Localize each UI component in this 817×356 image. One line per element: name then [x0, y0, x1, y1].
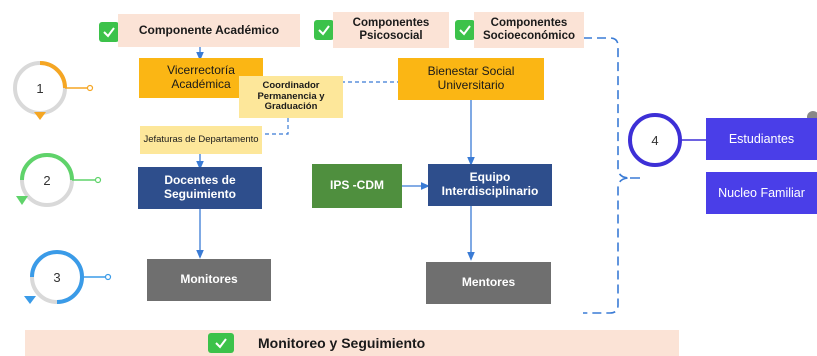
ips-cdm-box: IPS -CDM [312, 164, 402, 208]
footer-bar [25, 330, 679, 356]
check-icon [314, 20, 334, 40]
step-4-number: 4 [651, 132, 659, 148]
check-icon [208, 333, 234, 353]
step-1-number: 1 [36, 80, 44, 96]
equipo-box: Equipo Interdisciplinario [428, 164, 552, 206]
monitores-box: Monitores [147, 259, 271, 301]
step-3-number: 3 [53, 269, 61, 285]
componente-socioeconomico-box: Componentes Socioeconómico [474, 12, 584, 48]
docentes-box: Docentes de Seguimiento [138, 167, 262, 209]
estudiantes-box: Estudiantes [706, 118, 817, 160]
coordinador-box: Coordinador Permanencia y Graduación [239, 76, 343, 118]
check-icon [455, 20, 475, 40]
footer-title: Monitoreo y Seguimiento [258, 335, 426, 351]
check-icon [99, 22, 119, 42]
step-2-number: 2 [43, 172, 51, 188]
bienestar-box: Bienestar Social Universitario [398, 58, 544, 100]
componente-psicosocial-box: Componentes Psicosocial [333, 12, 449, 48]
componente-academico-box: Componente Académico [118, 14, 300, 47]
jefaturas-box: Jefaturas de Departamento [140, 126, 262, 154]
nucleo-familiar-box: Nucleo Familiar [706, 172, 817, 214]
mentores-box: Mentores [426, 262, 551, 304]
